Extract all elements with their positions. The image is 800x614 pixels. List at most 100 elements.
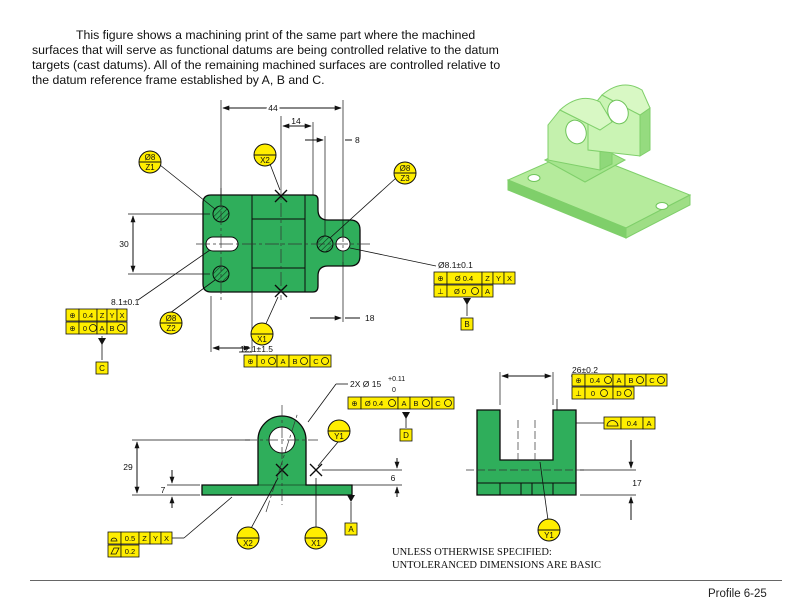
hole-fcf-datum: X: [507, 274, 512, 283]
hole-fcf: ⊕ Ø 0.4 Z Y X ⊥ Ø 0 A: [433, 271, 516, 298]
position-dim: 12.1±1.5: [240, 344, 273, 354]
side-fcf: ⊕ 0.4 A B C ⊥ 0 D: [571, 373, 668, 400]
dim-29: 29: [123, 462, 133, 472]
position-fcf-tol: 0: [261, 357, 265, 366]
target-z3: Ø8 Z3: [393, 161, 417, 185]
footer-label: Profile 6-25: [708, 588, 767, 600]
front-view-outline: [201, 415, 353, 496]
target-x2-top: X2: [253, 143, 277, 167]
front-hole-fcf-datum: B: [413, 399, 418, 408]
flatness-fcf-datum: Z: [142, 534, 147, 543]
target-y1-label: Y1: [334, 432, 344, 441]
slot-fcf-tol: 0: [83, 324, 87, 333]
slot-dim: 8.1±0.1: [111, 297, 140, 307]
slot-fcf-datum: Z: [100, 311, 105, 320]
position-symbol: ⊕: [575, 376, 581, 385]
position-symbol: ⊕: [69, 324, 75, 333]
slot-fcf: ⊕ 0.4 Z Y X ⊕ 0 A B: [65, 308, 128, 335]
datum-b-label: B: [464, 320, 469, 329]
intro-line: the datum reference frame established by…: [32, 73, 325, 87]
slot-fcf-datum: X: [119, 311, 124, 320]
slot-fcf-tol: 0.4: [83, 311, 93, 320]
intro-line: This figure shows a machining print of t…: [76, 28, 476, 42]
dim-30: 30: [119, 239, 129, 249]
general-note: UNLESS OTHERWISE SPECIFIED: UNTOLERANCED…: [392, 546, 601, 572]
note-line: UNTOLERANCED DIMENSIONS ARE BASIC: [392, 560, 601, 571]
dim-7: 7: [161, 485, 166, 495]
dim-44: 44: [268, 103, 278, 113]
flatness-fcf: 0.5 Z Y X 0.2: [107, 531, 184, 558]
target-z1: Ø8 Z1: [138, 150, 162, 174]
position-symbol: ⊕: [69, 311, 75, 320]
dim-14: 14: [291, 116, 301, 126]
side-view-outline: [476, 409, 577, 496]
perpendicularity-symbol: ⊥: [575, 389, 582, 398]
hole-note: 2X Ø 15: [350, 379, 381, 389]
target-z3-label: Z3: [400, 174, 410, 183]
top-view: [98, 100, 471, 360]
position-symbol: ⊕: [247, 357, 253, 366]
position-fcf-datum: A: [280, 357, 285, 366]
intro-line: targets (cast datums). All of the remain…: [32, 58, 501, 72]
dim-17: 17: [632, 478, 642, 488]
dim-8: 8: [355, 135, 360, 145]
isometric-view: [506, 84, 692, 239]
flatness-fcf-tol2: 0.2: [125, 547, 135, 556]
slot-fcf-datum: A: [99, 324, 104, 333]
slot-fcf-datum: Y: [109, 311, 114, 320]
intro-line: surfaces that will serve as functional d…: [32, 43, 499, 57]
top-view-dims: 44 14 8 30 18 8.1±0.1 12.1±1.5 Ø8.1±0.1: [111, 101, 473, 354]
flatness-fcf-datum: Y: [153, 534, 158, 543]
target-z2-label: Z2: [166, 324, 176, 333]
side-dim: 26±0.2: [572, 365, 598, 375]
position-fcf: ⊕ 0 A B C: [243, 354, 332, 368]
slot-fcf-datum: B: [109, 324, 114, 333]
front-hole-fcf-datum: C: [435, 399, 441, 408]
intro-paragraph: This figure shows a machining print of t…: [32, 28, 552, 88]
hole-dim: Ø8.1±0.1: [438, 260, 473, 270]
hole-fcf-tol: Ø 0: [454, 287, 466, 296]
front-view: [132, 383, 410, 539]
datum-c-label: C: [99, 364, 105, 373]
side-fcf-tol: 0.4: [590, 376, 600, 385]
side-fcf-datum: B: [628, 376, 633, 385]
profile-fcf: 0.4 A: [603, 416, 656, 430]
flatness-fcf-tol: 0.5: [125, 534, 135, 543]
datum-b: B: [460, 317, 474, 331]
hole-tol-upper: +0.11: [388, 376, 405, 383]
target-x2-label: X2: [243, 539, 253, 548]
footer-rule: [30, 580, 782, 581]
position-fcf-datum: C: [313, 357, 319, 366]
target-z2: Ø8 Z2: [159, 311, 183, 335]
datum-a: A: [344, 522, 358, 536]
target-x1-top: X1: [250, 322, 274, 346]
target-y1-side-label: Y1: [544, 531, 554, 540]
side-fcf-datum: C: [649, 376, 655, 385]
side-view: [466, 372, 636, 521]
target-z3-size: Ø8: [400, 164, 411, 173]
target-z1-size: Ø8: [145, 153, 156, 162]
note-line: UNLESS OTHERWISE SPECIFIED:: [392, 547, 552, 558]
target-x2-front: X2: [236, 526, 260, 550]
target-y1-side: Y1: [537, 518, 561, 542]
target-z1-label: Z1: [145, 163, 155, 172]
front-hole-fcf-datum: A: [401, 399, 406, 408]
target-y1-front: Y1: [327, 419, 351, 443]
hole-fcf-datum: Z: [485, 274, 490, 283]
profile-fcf-datum: A: [646, 419, 651, 428]
position-fcf-datum: B: [292, 357, 297, 366]
front-view-dims: 29 7 6 2X Ø 15 +0.11 0: [123, 376, 405, 495]
side-view-dims: 26±0.2 17: [572, 365, 642, 488]
target-symbols-top: Ø8 Z1 Ø8 Z2 Ø8 Z3 X2: [138, 143, 417, 346]
perpendicularity-symbol: ⊥: [437, 287, 444, 296]
datum-d-label: D: [403, 431, 409, 440]
dim-6: 6: [391, 473, 396, 483]
dim-18: 18: [365, 313, 375, 323]
side-fcf-datum2: D: [616, 389, 622, 398]
front-hole-fcf-tol: Ø 0.4: [365, 399, 383, 408]
datum-a-label: A: [348, 525, 354, 534]
target-x1-front: X1: [304, 526, 328, 550]
target-x1-label: X1: [257, 335, 267, 344]
